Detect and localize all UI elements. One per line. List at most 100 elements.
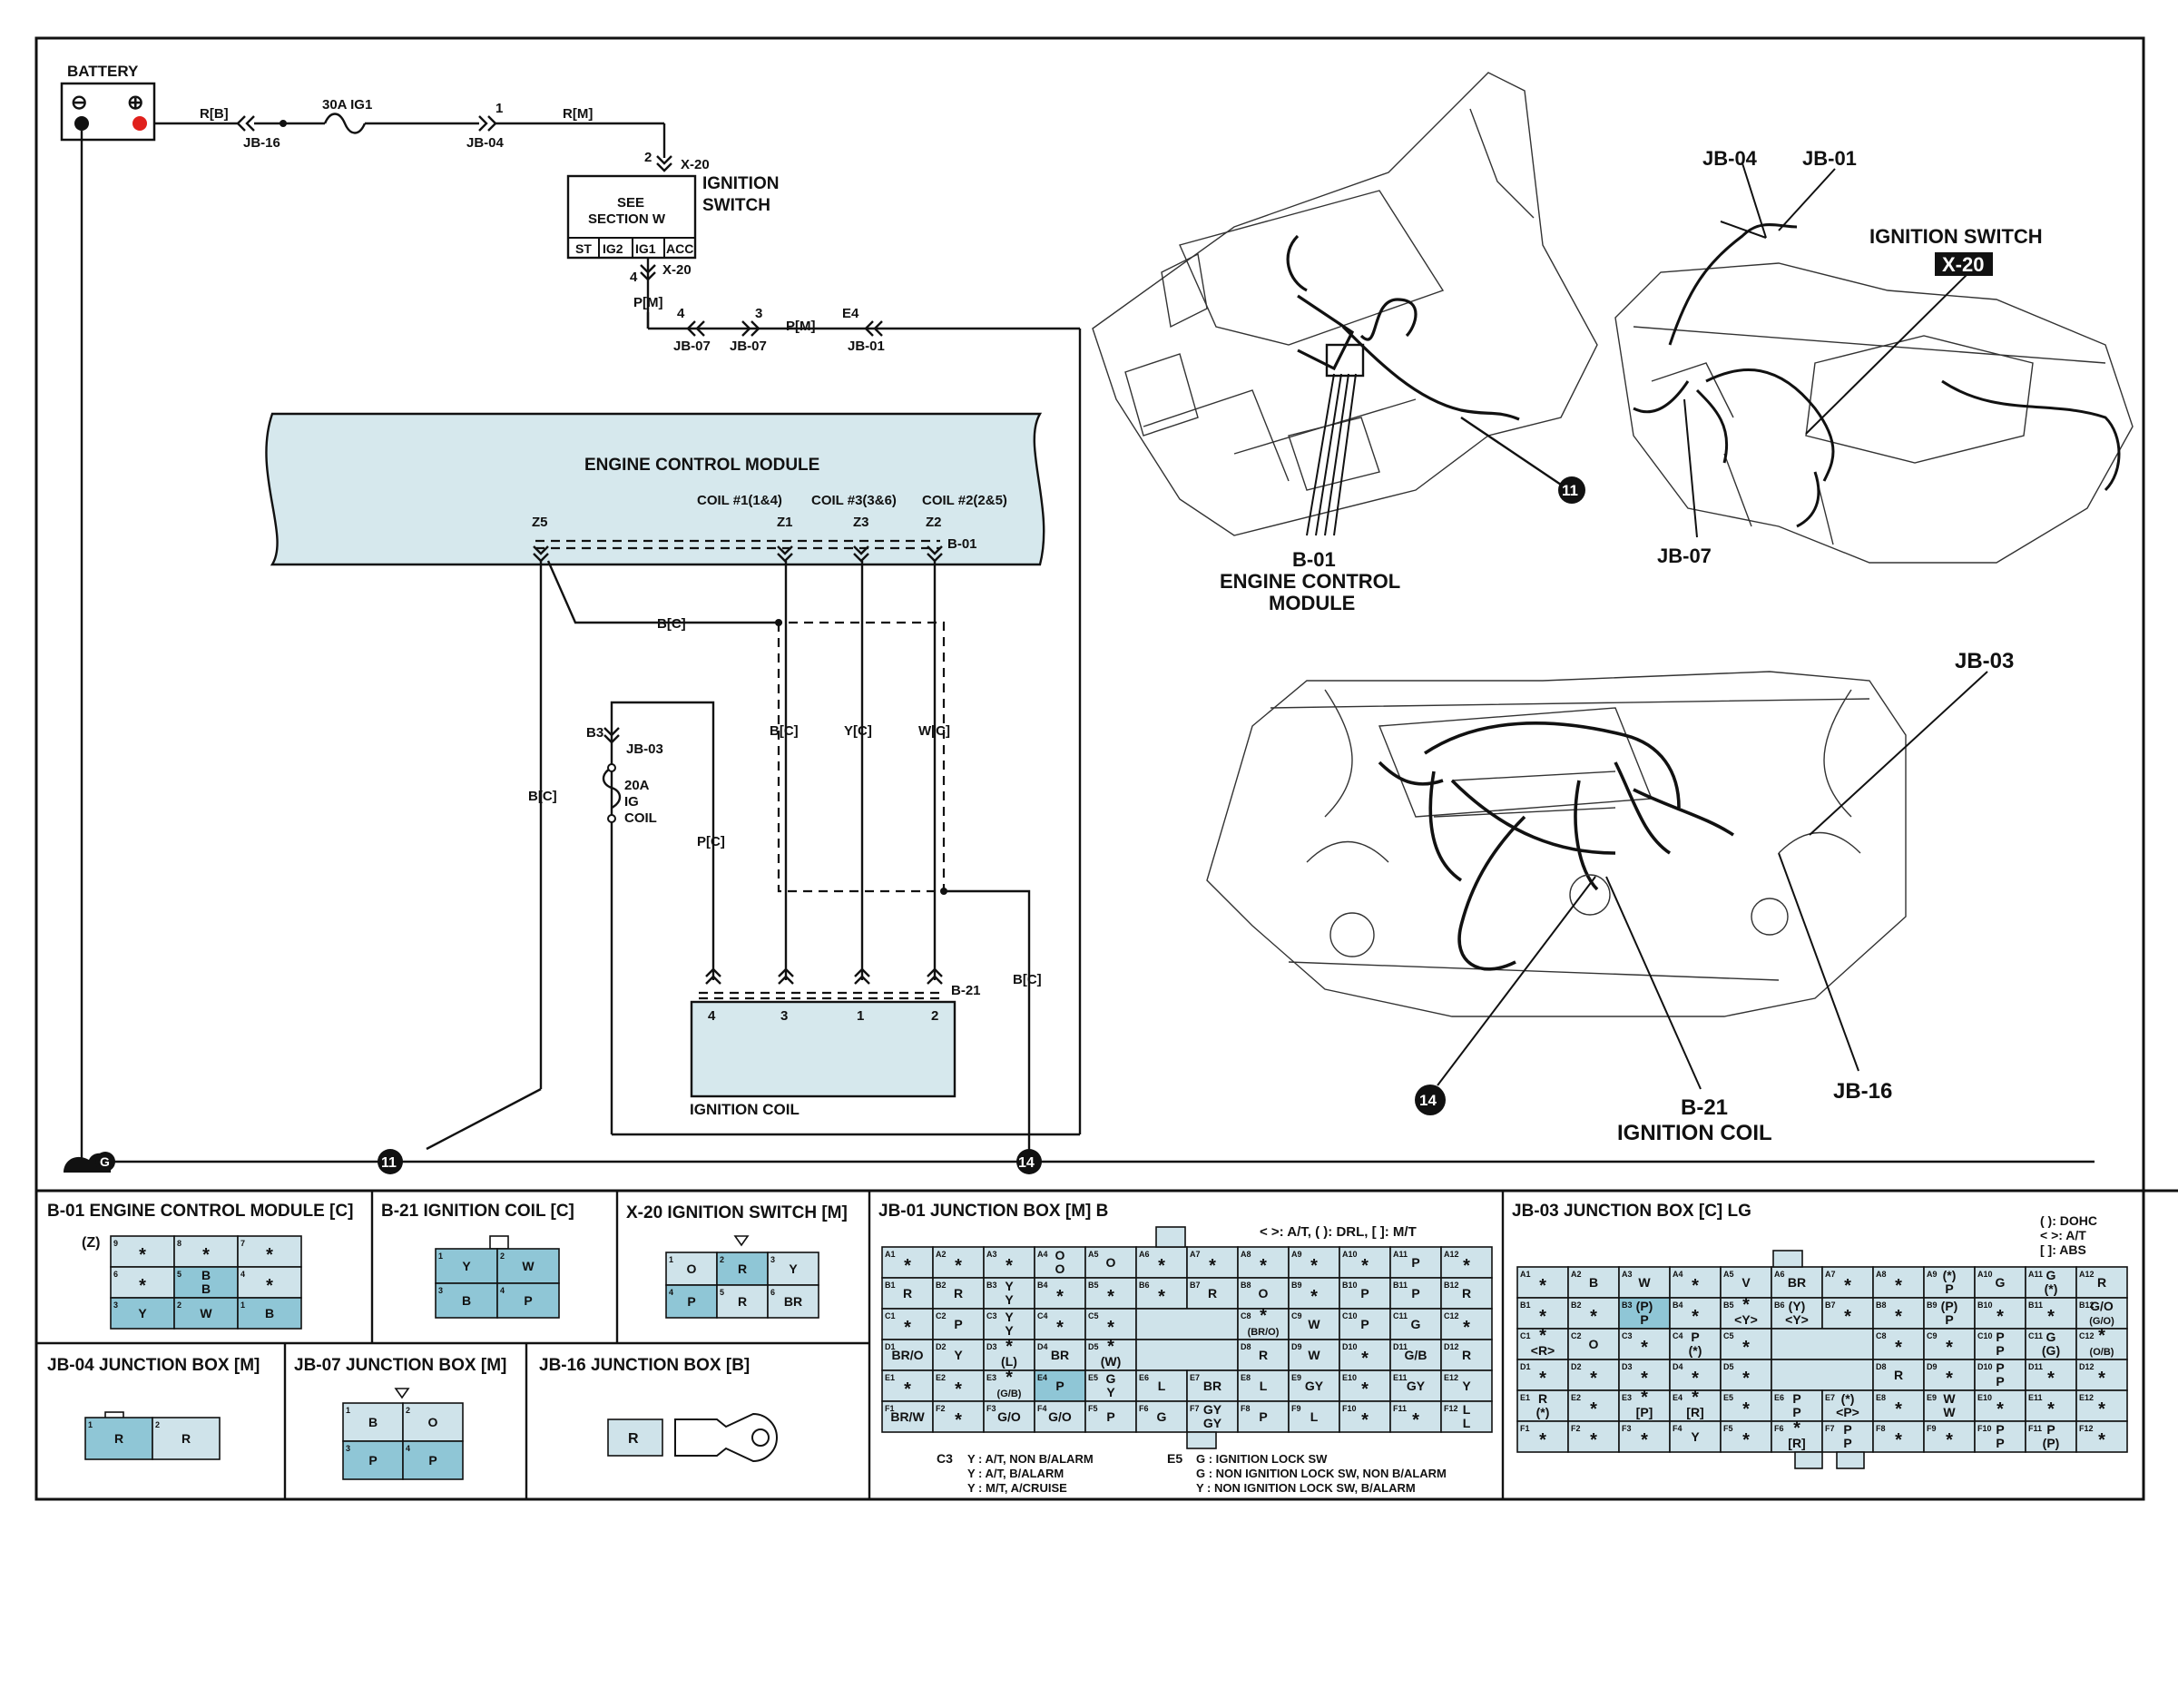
b21-cell-1-value: Y	[462, 1259, 471, 1273]
panel-jb04-title: JB-04 JUNCTION BOX [M]	[47, 1356, 260, 1375]
jb03-cell-F12-value: *	[2098, 1430, 2105, 1450]
locator-module-label: MODULE	[1269, 592, 1355, 614]
ign-ig1: IG1	[635, 241, 656, 256]
jb07-cell-4-box	[402, 1440, 464, 1480]
jb03-cell-E8-pin: E8	[1876, 1393, 1886, 1402]
jb03-cell-D10-value: P	[1996, 1374, 2004, 1389]
jb01-cell-B12-value: R	[1462, 1286, 1471, 1301]
jb03-cell-C2-pin: C2	[1571, 1331, 1582, 1340]
jb01-cell-D9-box	[1288, 1339, 1340, 1371]
jb03-cell-D3-value: *	[1641, 1369, 1648, 1389]
jb01-cell-B7-value: R	[1208, 1286, 1217, 1301]
jb01-cell-D9-pin: D9	[1291, 1342, 1302, 1351]
jb01-cell-A1-pin: A1	[885, 1250, 896, 1259]
jb01-cell-A2-pin: A2	[936, 1250, 947, 1259]
outer-frame	[34, 36, 2145, 1501]
engine-control-module: ENGINE CONTROL MODULE COIL #1(1&4) COIL …	[265, 412, 1045, 566]
jb03-cell-C8-pin: C8	[1876, 1331, 1887, 1340]
locator-11-label: 11	[1562, 482, 1578, 499]
jb01-cell-B5-value: *	[1107, 1287, 1114, 1307]
jb01-cell-C10-box	[1339, 1308, 1391, 1340]
jb03-cell-A5-box	[1720, 1266, 1772, 1299]
jb01-cell-A9-value: *	[1310, 1256, 1318, 1276]
jb01-cell-B10-box	[1339, 1277, 1391, 1310]
jb03-cell-F8-value: *	[1895, 1430, 1902, 1450]
jb03-cell-B9-value: P	[1945, 1312, 1953, 1327]
jb01-cell-C12-value: *	[1463, 1318, 1470, 1338]
coil-pin-2: 2	[931, 1008, 938, 1024]
jb01-cell-D5-pin: D5	[1088, 1342, 1099, 1351]
jb03-cell-B7-value: *	[1844, 1307, 1851, 1327]
jb03-cell-E8-value: *	[1895, 1399, 1902, 1419]
jb03-cell-C3-pin: C3	[1622, 1331, 1633, 1340]
jb01-cell-D8-box	[1237, 1339, 1290, 1371]
jb01-cell-B7-box	[1186, 1277, 1239, 1310]
jb01-cell-B10-pin: B10	[1342, 1281, 1358, 1290]
jb03-cell-D5-value: *	[1742, 1369, 1750, 1389]
connector-label-jb16: JB-16	[243, 135, 280, 151]
locator-b21-label: B-21	[1681, 1095, 1728, 1120]
jb01-cell-D3-value: *	[1006, 1337, 1013, 1357]
jb01-note-c3-2: Y : A/T, B/ALARM	[967, 1467, 1064, 1480]
jb01-cell-F8-box	[1237, 1400, 1290, 1433]
jb03-cell-E3-value: [P]	[1636, 1405, 1653, 1419]
jb01-cell-C8-pin: C8	[1241, 1311, 1251, 1320]
jb01-cell-E3-value: *	[1006, 1368, 1013, 1388]
connector-label-jb03: JB-03	[626, 741, 663, 757]
jb03-cell-E10-value: *	[1996, 1399, 2004, 1419]
b01-cell-3-box	[110, 1297, 175, 1330]
jb01-cell-A4-value: O	[1055, 1261, 1065, 1276]
battery-positive-terminal	[132, 116, 147, 131]
jb03-cell-F10-value: P	[1996, 1436, 2004, 1450]
jb01-cell-A8-pin: A8	[1241, 1250, 1251, 1259]
jb03-cell-E12-value: *	[2098, 1399, 2105, 1419]
jb01-note-c3: C3	[937, 1451, 953, 1466]
b01-cell-7-pin: 7	[240, 1239, 245, 1248]
jb01-cell-F4-pin: F4	[1037, 1404, 1047, 1413]
jb03-cell-B7-pin: B7	[1825, 1301, 1836, 1310]
jb03-cell-D5-pin: D5	[1723, 1362, 1734, 1371]
jb01-cell-B3-pin: B3	[986, 1281, 997, 1290]
fuse-20a-amp: 20A	[624, 778, 650, 793]
fuse-30a-label: 30A IG1	[322, 97, 372, 113]
jb03-cell-B3-box	[1618, 1297, 1671, 1330]
pin-z5: Z5	[532, 515, 548, 530]
jb01-cell-D10-box	[1339, 1339, 1391, 1371]
jb01-cell-C3-value: Y	[1005, 1310, 1014, 1324]
jb03-cell-B3-value: P	[1640, 1312, 1648, 1327]
jb01-cell-F12-value: L	[1463, 1402, 1471, 1417]
jb03-cell-F9-box	[1923, 1420, 1976, 1453]
pin-label-jb07-3: 3	[755, 306, 762, 321]
jb01-cell-C1-pin: C1	[885, 1311, 896, 1320]
jb03-cell-E1-pin: E1	[1520, 1393, 1530, 1402]
ign-ig2: IG2	[603, 241, 623, 256]
jb01-cell-F5-value: P	[1106, 1409, 1114, 1424]
jb03-cell-A12-pin: A12	[2079, 1270, 2095, 1279]
wire-label-pm-2: P[M]	[786, 319, 816, 334]
locator-point-11	[1558, 476, 1585, 504]
jb03-cell-A4-pin: A4	[1673, 1270, 1683, 1279]
jb01-cell-B10-value: P	[1360, 1286, 1369, 1301]
jb03-cell-B1-box	[1516, 1297, 1569, 1330]
jb03-cell-F12-box	[2075, 1420, 2128, 1453]
panel-x20-title: X-20 IGNITION SWITCH [M]	[626, 1203, 848, 1222]
jb01-cell-D3-box	[983, 1339, 1035, 1371]
jb03-cell-F5-pin: F5	[1723, 1424, 1733, 1433]
jb03-cell-C3-value: *	[1641, 1338, 1648, 1358]
ground-11-label: 11	[381, 1155, 397, 1171]
jb03-legend-abs: [ ]: ABS	[2040, 1242, 2086, 1257]
jb03-cell-D8-value: R	[1894, 1368, 1903, 1382]
jb01-cell-C12-box	[1440, 1308, 1493, 1340]
jb03-cell-A9-value: (*)	[1943, 1268, 1957, 1282]
ground-14-label: 14	[1018, 1155, 1035, 1171]
jb07-cell-3-pin: 3	[346, 1444, 350, 1453]
jb01-cell-D9-value: W	[1308, 1348, 1320, 1362]
locator-dashboard-ecm: 11 B-01 ENGINE CONTROL MODULE	[1092, 72, 1598, 614]
jb03-cell-F9-value: *	[1946, 1430, 1953, 1450]
jb03-cell-B2-pin: B2	[1571, 1301, 1582, 1310]
jb03-cell-A8-value: *	[1895, 1276, 1902, 1296]
jb03-cell-D8-pin: D8	[1876, 1362, 1887, 1371]
jb03-cell-D3-box	[1618, 1359, 1671, 1391]
jb03-cell-D4-pin: D4	[1673, 1362, 1683, 1371]
locator-jb03-label: JB-03	[1955, 649, 2014, 673]
